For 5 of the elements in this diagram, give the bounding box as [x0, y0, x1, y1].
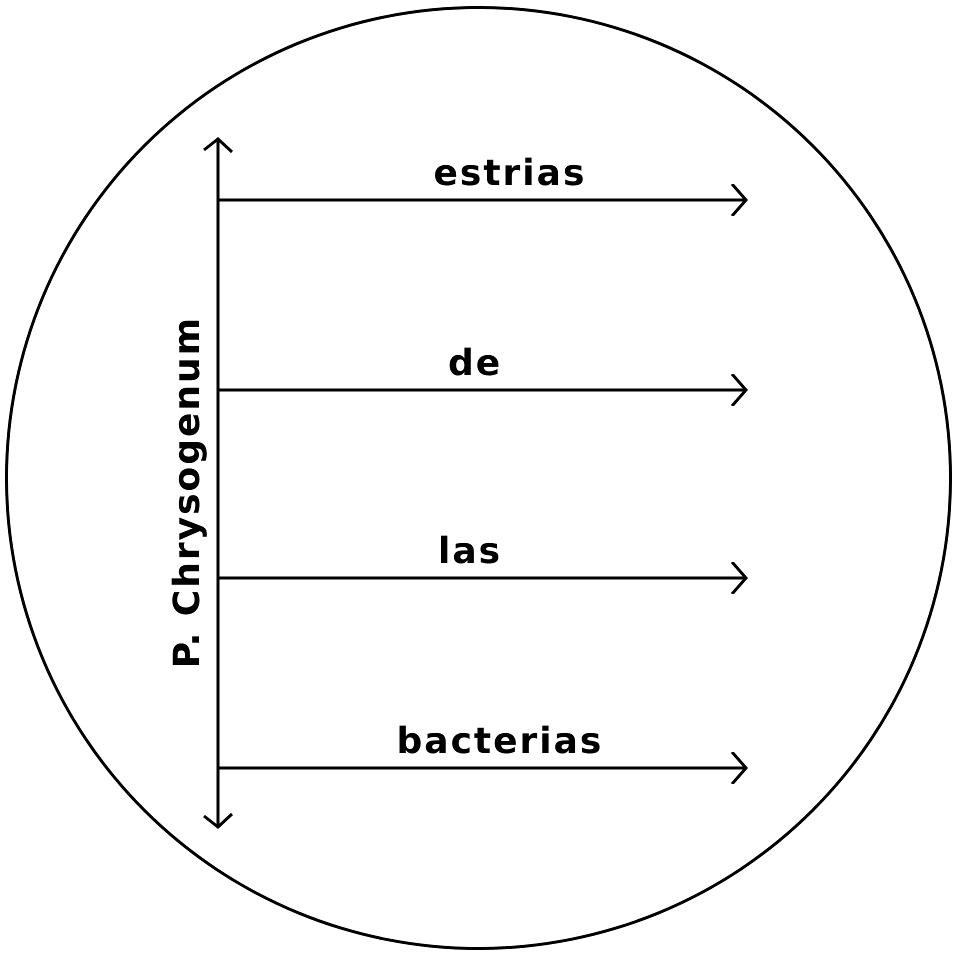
- arrow: [218, 182, 748, 218]
- arrow: [218, 560, 748, 596]
- arrow: [218, 750, 748, 786]
- arrow: [218, 372, 748, 408]
- organism-label: P. Chrysogenum: [170, 314, 206, 670]
